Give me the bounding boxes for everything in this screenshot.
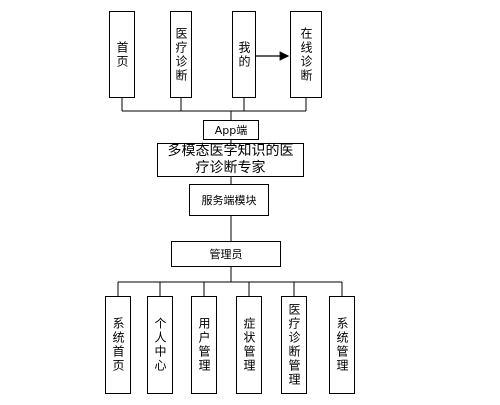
server-box: 服务端模块	[189, 184, 269, 216]
server-label: 服务端模块	[201, 193, 257, 207]
module-mine-label: 我的	[237, 40, 251, 69]
module-symptom-management-label: 症状管理	[242, 317, 256, 373]
module-system-home-label: 系统首页	[111, 317, 125, 373]
module-mine: 我的	[232, 11, 256, 98]
module-user-management-label: 用户管理	[197, 317, 211, 373]
admin-label: 管理员	[209, 247, 243, 261]
module-diagnosis-management: 医疗诊断管理	[281, 296, 307, 394]
module-personal-center: 个人中心	[147, 296, 173, 394]
module-home: 首页	[109, 11, 135, 98]
module-home-label: 首页	[115, 40, 129, 69]
module-personal-center-label: 个人中心	[153, 317, 167, 373]
system-title: 多模态医学知识的医疗诊断专家	[167, 143, 294, 176]
module-diagnosis: 医疗诊断	[170, 11, 192, 98]
module-user-management: 用户管理	[191, 296, 217, 394]
admin-box: 管理员	[171, 241, 281, 267]
app-label: App端	[214, 123, 248, 137]
app-box: App端	[203, 120, 259, 140]
module-diagnosis-label: 医疗诊断	[174, 26, 188, 83]
module-diagnosis-management-label: 医疗诊断管理	[287, 303, 301, 387]
module-system-management: 系统管理	[329, 296, 355, 394]
module-system-management-label: 系统管理	[335, 317, 349, 373]
module-system-home: 系统首页	[105, 296, 131, 394]
module-online-diagnosis-label: 在线诊断	[299, 26, 313, 83]
module-symptom-management: 症状管理	[236, 296, 262, 394]
module-online-diagnosis: 在线诊断	[290, 11, 322, 98]
system-title-box: 多模态医学知识的医疗诊断专家	[157, 143, 304, 177]
